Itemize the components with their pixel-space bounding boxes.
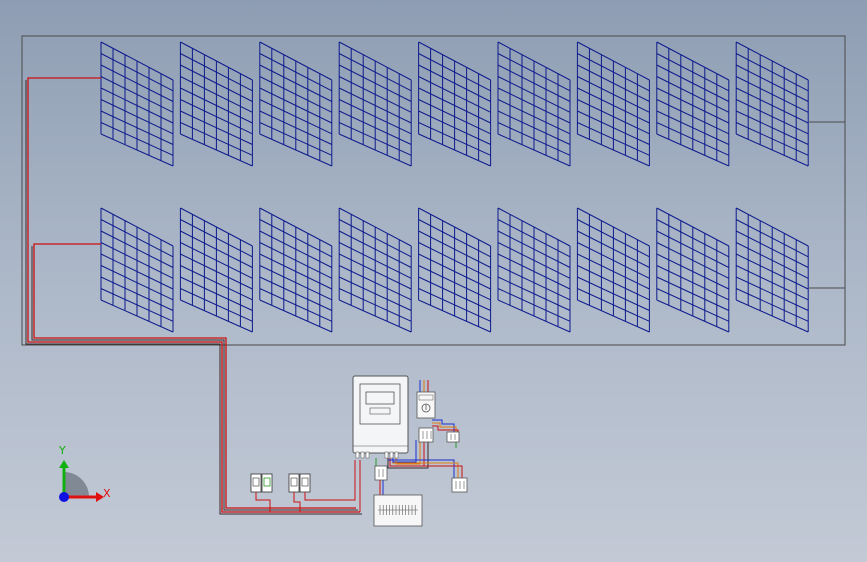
solar-panel-grid	[338, 207, 412, 333]
solar-panel	[179, 207, 253, 333]
solar-panel	[735, 41, 809, 167]
solar-panel-grid	[735, 207, 809, 333]
solar-panel-grid	[497, 207, 571, 333]
solar-panel	[100, 41, 174, 167]
y-axis-label: Y	[58, 444, 66, 457]
solar-panel	[179, 41, 253, 167]
solar-panel-grid	[259, 207, 333, 333]
solar-panel-grid	[100, 207, 174, 333]
inverter-display-frame	[359, 383, 401, 425]
solar-panel	[100, 207, 174, 333]
solar-panel	[656, 207, 730, 333]
energy-meter	[416, 391, 436, 419]
coordinate-triad[interactable]: X Y	[58, 444, 111, 502]
solar-panel-grid	[576, 41, 650, 167]
inverter-terminals	[355, 451, 399, 459]
solar-panel	[497, 207, 571, 333]
inverter-status-leds	[369, 407, 391, 415]
solar-panel	[418, 207, 492, 333]
y-axis-arrowhead	[59, 460, 69, 468]
solar-panel-grid	[497, 41, 571, 167]
x-axis-arrowhead	[96, 492, 104, 502]
solar-panel	[576, 207, 650, 333]
dc-cable-row2-negative	[31, 246, 358, 511]
solar-panel	[576, 41, 650, 167]
solar-panel-grid	[338, 41, 412, 167]
dc-isolator-1	[250, 473, 262, 493]
solar-panel-grid	[179, 41, 253, 167]
isolator-link-wire-3	[304, 460, 356, 501]
triad-xy-plane-arc	[64, 472, 89, 497]
solar-panel	[338, 207, 412, 333]
solar-panel-grid	[259, 41, 333, 167]
solar-panel-grid	[418, 207, 492, 333]
array-frame	[21, 35, 846, 346]
solar-panel-array	[100, 41, 809, 333]
solar-panel-grid	[656, 41, 730, 167]
dc-main-cables	[25, 77, 362, 515]
dc-isolator-2	[261, 473, 273, 493]
isolator-link-wire-2	[293, 492, 301, 512]
dc-isolator-4	[299, 473, 311, 493]
solar-panel-grid	[179, 207, 253, 333]
dc-isolator-3	[288, 473, 300, 493]
dc-cable-row1-positive	[27, 77, 360, 513]
x-axis-label: X	[103, 487, 111, 500]
ac-breaker-2	[446, 431, 460, 443]
dc-cable-row2-positive	[33, 243, 356, 509]
solar-panel-grid	[100, 41, 174, 167]
terminal-block	[374, 465, 388, 481]
solar-panel	[656, 41, 730, 167]
inverter	[352, 375, 409, 459]
solar-panel-grid	[735, 41, 809, 167]
ac-wiring	[375, 380, 463, 495]
solar-panel	[497, 41, 571, 167]
z-axis-dot	[59, 492, 69, 502]
solar-panel	[259, 41, 333, 167]
ac-breaker-1	[418, 427, 434, 443]
solar-panel	[338, 41, 412, 167]
solar-panel-grid	[656, 207, 730, 333]
dc-cable-row1-negative	[25, 80, 362, 515]
inverter-display	[365, 391, 395, 405]
solar-panel	[259, 207, 333, 333]
isolator-link-wire-1	[255, 492, 271, 512]
solar-panel-grid	[576, 207, 650, 333]
distribution-board	[373, 494, 423, 527]
solar-panel	[418, 41, 492, 167]
ac-breaker-3	[451, 477, 468, 493]
solar-panel-grid	[418, 41, 492, 167]
dc-isolators	[250, 460, 361, 512]
solar-panel	[735, 207, 809, 333]
